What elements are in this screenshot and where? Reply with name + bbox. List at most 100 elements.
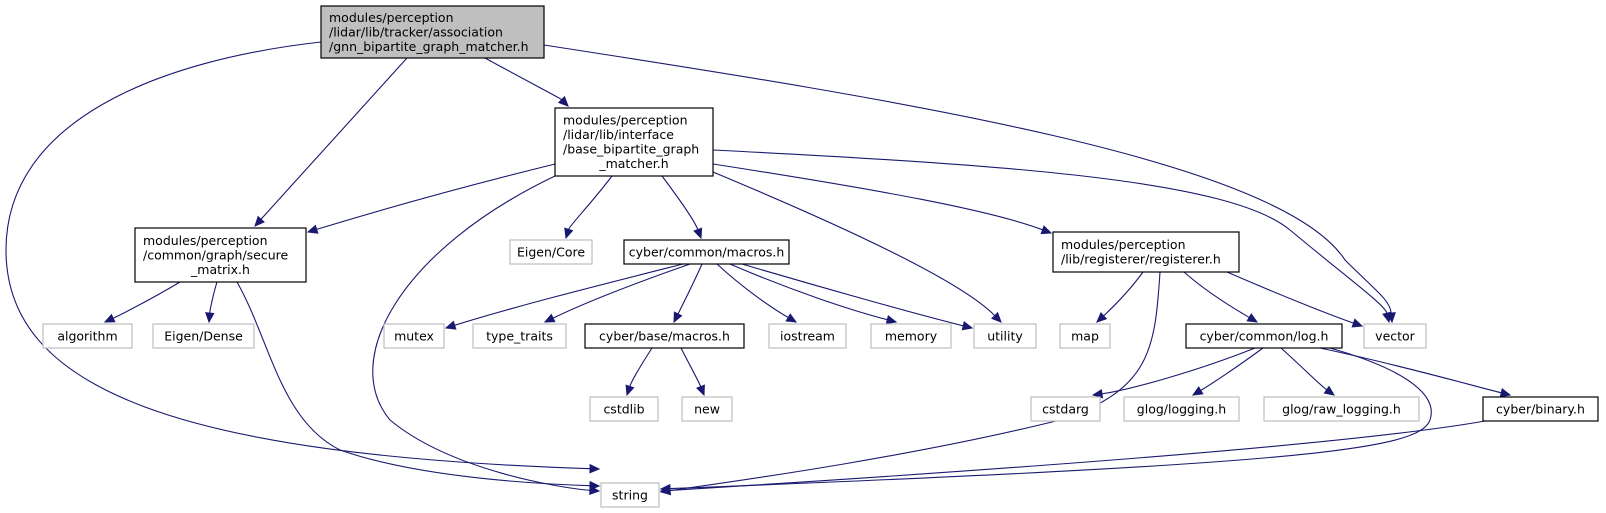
arrowhead-cmacros-iostream — [785, 313, 798, 323]
node-box — [134, 227, 307, 283]
arrowhead-root-secure — [254, 215, 265, 227]
arrowhead-secure-algorithm — [103, 313, 116, 323]
node-registerer[interactable]: modules/perception/lib/registerer/regist… — [1052, 231, 1240, 273]
arrowhead-registerer-log — [1246, 313, 1259, 323]
node-box — [623, 239, 790, 265]
edge-bmacros-cstdlib — [629, 347, 653, 387]
edge-base-secure — [316, 163, 556, 230]
edge-base-utility — [712, 171, 996, 316]
node-new: new — [681, 396, 733, 422]
node-label-line: vector — [1375, 328, 1416, 343]
node-map: map — [1059, 323, 1111, 349]
node-vector: vector — [1363, 323, 1427, 349]
edge-root-string — [5, 41, 591, 470]
arrowhead-cmacros-memory — [885, 315, 898, 325]
edge-cmacros-memory — [729, 263, 888, 321]
node-label-line: /gnn_bipartite_graph_matcher.h — [329, 39, 529, 54]
node-label-line: mutex — [394, 328, 434, 343]
node-box — [383, 323, 445, 349]
edge-cmacros-utility — [741, 263, 964, 327]
node-secure[interactable]: modules/perception/common/graph/secure_m… — [134, 227, 307, 283]
node-label-line: /lidar/lib/tracker/association — [329, 24, 503, 39]
node-box — [584, 323, 745, 349]
node-log[interactable]: cyber/common/log.h — [1185, 323, 1343, 349]
node-label-line: /lidar/lib/interface — [563, 127, 674, 142]
node-cstdlib: cstdlib — [589, 396, 659, 422]
edge-log-glog — [1200, 347, 1264, 391]
arrowhead-base-registerer — [1040, 225, 1053, 235]
node-box — [320, 5, 545, 59]
node-label-line: algorithm — [57, 328, 117, 343]
arrowhead-log-glog — [1191, 386, 1204, 396]
node-box — [870, 323, 952, 349]
node-box — [554, 107, 714, 177]
edge-registerer-map — [1103, 271, 1144, 317]
node-label-line: type_traits — [486, 328, 553, 343]
edge-registerer-log — [1183, 271, 1250, 318]
edge-cmacros-typetraits — [552, 263, 691, 319]
arrowhead-cmacros-utility — [961, 321, 974, 331]
arrowhead-log-rawlog — [1323, 385, 1336, 396]
edge-registerer-vector — [1226, 271, 1354, 324]
arrowhead-log-binary — [1499, 388, 1512, 398]
node-bmacros[interactable]: cyber/base/macros.h — [584, 323, 745, 349]
node-cstdarg: cstdarg — [1030, 396, 1101, 422]
node-binary[interactable]: cyber/binary.h — [1482, 396, 1599, 422]
node-label-line: cyber/common/macros.h — [629, 244, 785, 259]
node-utility: utility — [973, 323, 1037, 349]
edge-secure-eigendense — [209, 281, 218, 314]
node-box — [1052, 231, 1240, 273]
edge-cmacros-bmacros — [677, 263, 703, 315]
arrowhead-base-secure — [306, 224, 319, 234]
nodes-layer: modules/perception/lidar/lib/tracker/ass… — [42, 5, 1599, 508]
edge-base-vector — [712, 149, 1388, 314]
arrowhead-base-eigencore — [564, 227, 574, 240]
arrowhead-registerer-vector — [1351, 318, 1364, 328]
node-box — [509, 239, 593, 265]
arrowhead-root-base — [557, 95, 569, 107]
arrowhead-base-cmacros — [693, 227, 703, 240]
node-cmacros[interactable]: cyber/common/macros.h — [623, 239, 790, 265]
node-algorithm: algorithm — [42, 323, 133, 349]
node-label-line: glog/raw_logging.h — [1282, 401, 1401, 416]
node-label-line: cyber/binary.h — [1496, 401, 1585, 416]
arrowhead-root-string — [589, 463, 601, 474]
node-label-line: string — [612, 487, 648, 502]
node-label-line: modules/perception — [563, 113, 688, 128]
node-box — [1123, 396, 1240, 422]
node-root[interactable]: modules/perception/lidar/lib/tracker/ass… — [320, 5, 545, 59]
edge-root-secure — [260, 57, 408, 220]
node-eigencore: Eigen/Core — [509, 239, 593, 265]
edge-bmacros-new — [680, 347, 702, 387]
edge-log-cstdarg — [1101, 347, 1256, 395]
edge-root-vector — [543, 44, 1392, 314]
node-label-line: cstdarg — [1042, 401, 1089, 416]
arrowhead-bmacros-cstdlib — [625, 384, 635, 397]
node-box — [42, 323, 133, 349]
node-glog: glog/logging.h — [1123, 396, 1240, 422]
node-label-line: cstdlib — [603, 401, 644, 416]
node-label-line: utility — [987, 328, 1023, 343]
node-typetraits: type_traits — [472, 323, 567, 349]
edges-layer — [5, 41, 1512, 496]
node-box — [681, 396, 733, 422]
node-box — [1059, 323, 1111, 349]
node-box — [1263, 396, 1420, 422]
node-base[interactable]: modules/perception/lidar/lib/interface/b… — [554, 107, 714, 177]
node-label-line: /base_bipartite_graph — [563, 142, 699, 157]
arrowhead-registerer-map — [1096, 311, 1108, 323]
node-box — [973, 323, 1037, 349]
arrowhead-log-cstdarg — [1091, 388, 1104, 399]
edge-log-string — [669, 347, 1432, 490]
arrowhead-base-vector — [1382, 311, 1392, 324]
edge-root-base — [484, 57, 562, 101]
node-box — [600, 482, 660, 508]
edge-base-registerer — [712, 163, 1043, 231]
node-label-line: _matcher.h — [598, 156, 668, 171]
edge-log-binary — [1319, 347, 1502, 394]
node-box — [589, 396, 659, 422]
arrowhead-bmacros-new — [695, 384, 705, 397]
edge-secure-string — [236, 281, 591, 487]
arrowhead-cmacros-typetraits — [543, 313, 556, 323]
